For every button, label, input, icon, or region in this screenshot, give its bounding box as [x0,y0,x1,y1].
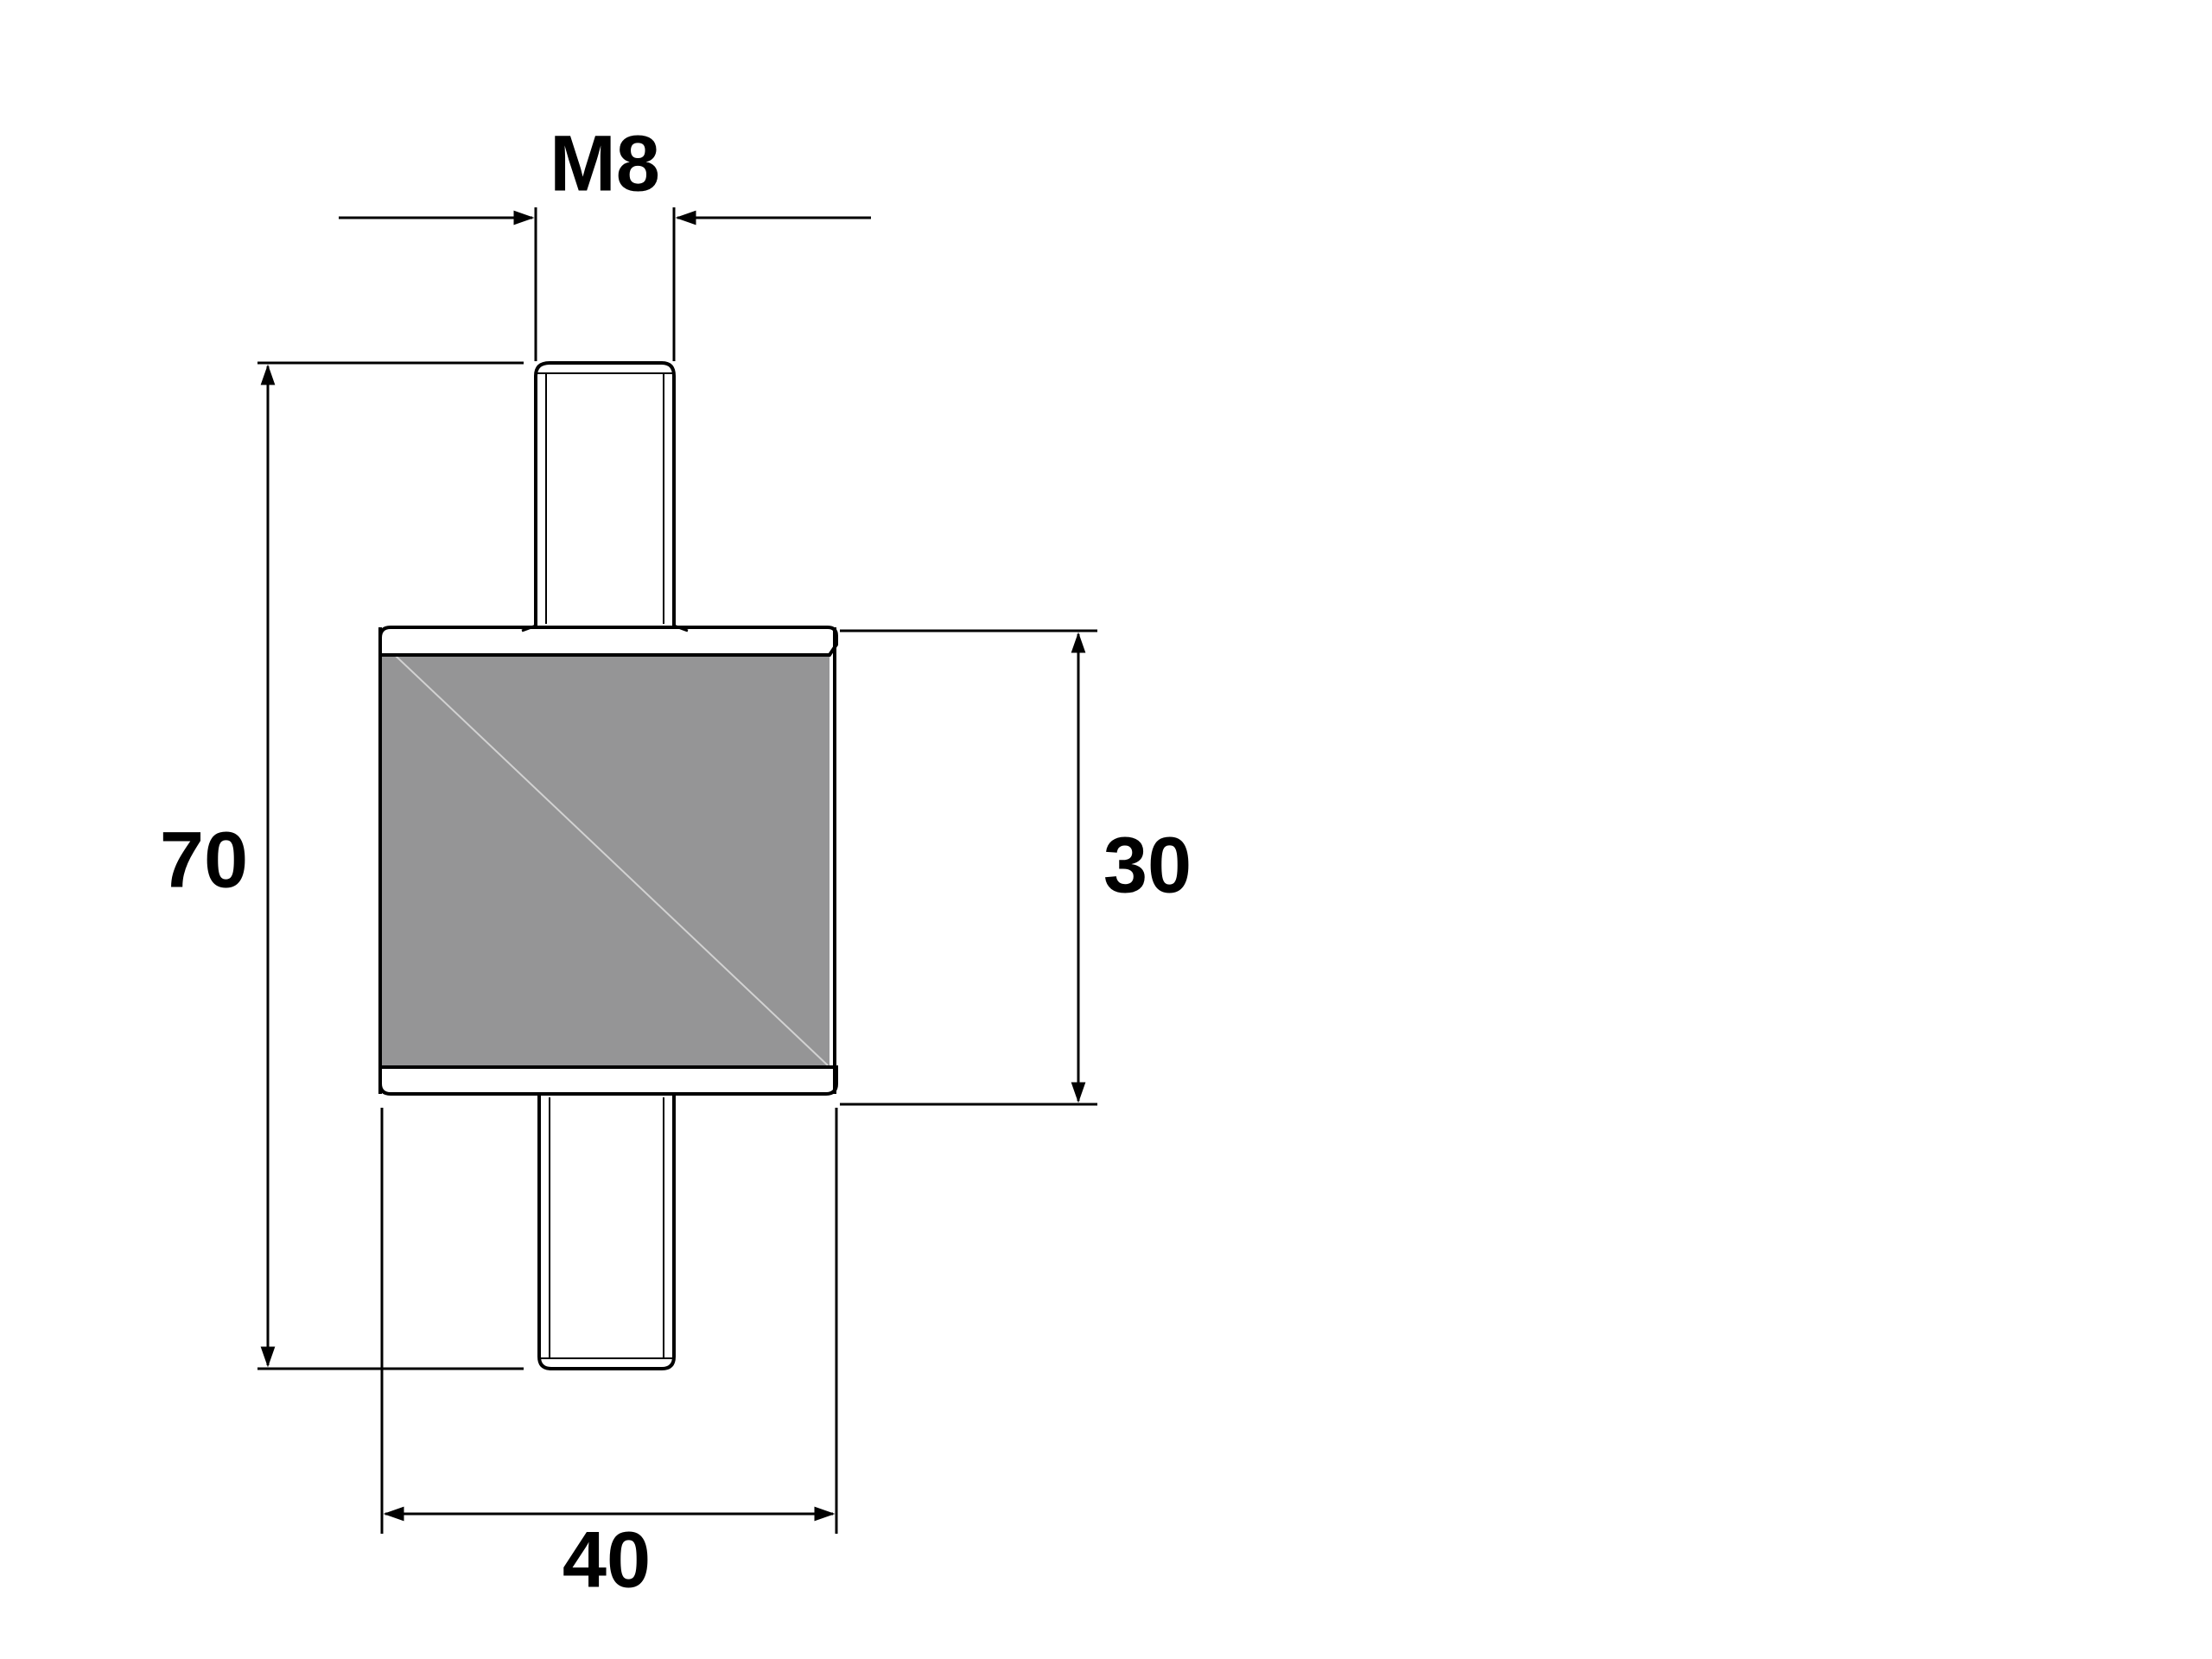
thread-label: M8 [550,119,660,207]
top-stud [534,361,676,626]
top-plate [378,626,838,657]
bottom-stud [537,1096,676,1370]
rubber-height-dimension: 30 [840,629,1192,1106]
diameter-dimension: 40 [380,1108,838,1604]
bottom-plate [378,1065,838,1096]
total-height-dimension: 70 [160,361,524,1370]
thread-dimension: M8 [339,119,871,361]
total-height-label: 70 [160,816,248,904]
diameter-label: 40 [563,1516,651,1604]
rubber-height-label: 30 [1103,821,1192,909]
technical-drawing: M8 70 30 40 [160,119,1192,1604]
diagonal-line [381,642,829,1066]
